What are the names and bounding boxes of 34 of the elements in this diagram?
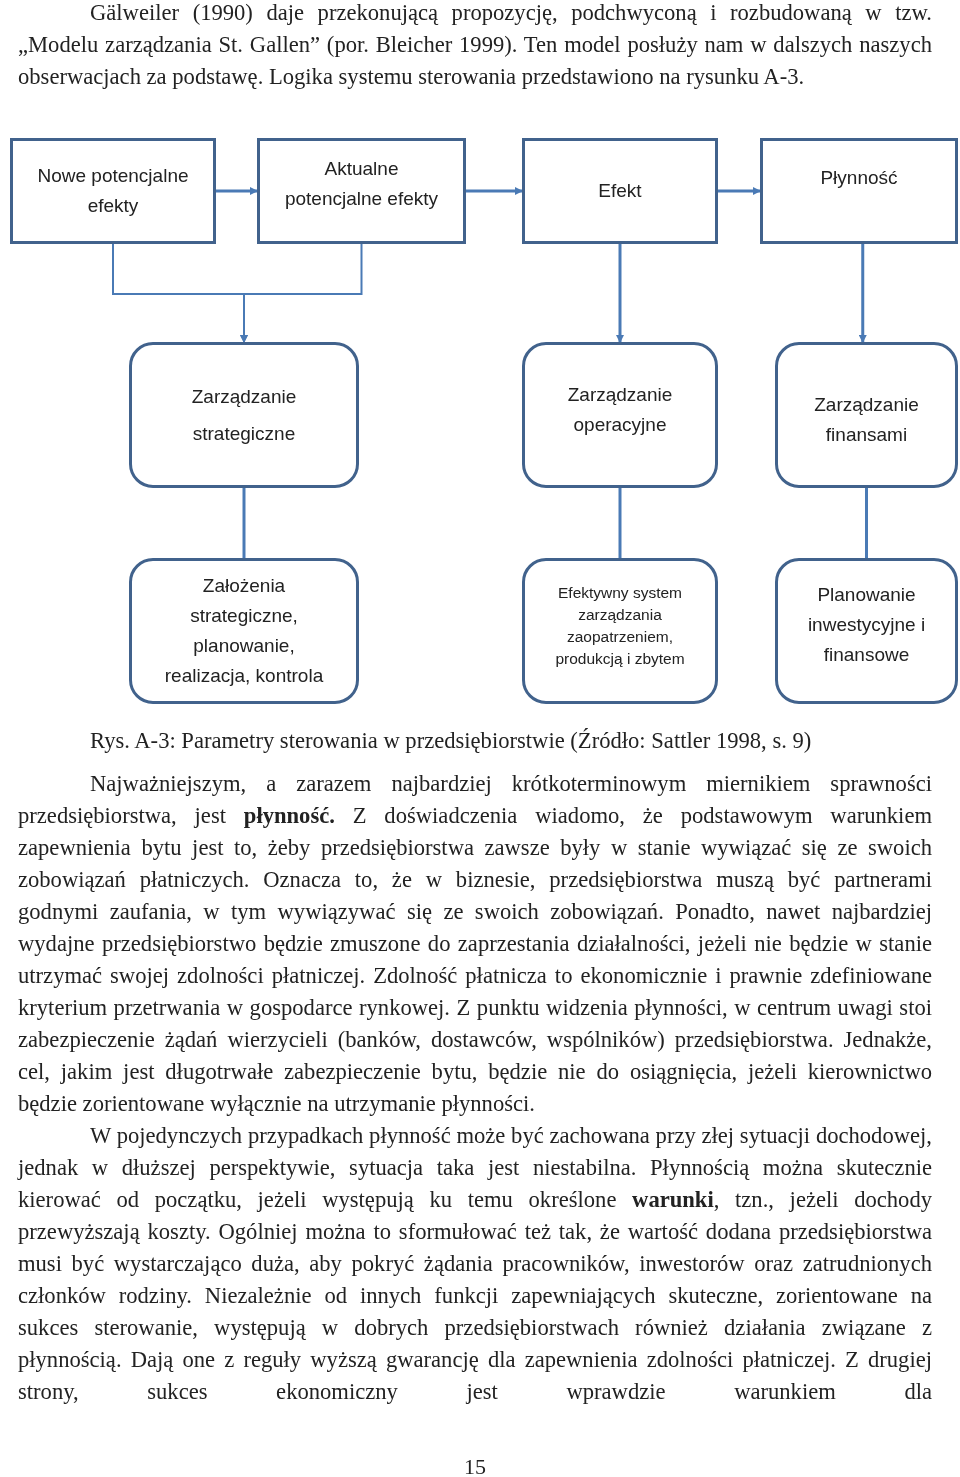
rounded-box xyxy=(775,342,958,488)
box-text: Efektywny system zarządzania zaopatrzeniem, produkcją i zbytem xyxy=(554,583,686,669)
rounded-box xyxy=(522,342,718,488)
arrow xyxy=(616,244,624,343)
box-text: Efekt xyxy=(598,179,642,203)
box-text: Zarządzanie finansami xyxy=(813,393,920,447)
box-text: Płynność xyxy=(820,166,898,190)
body-paragraph: W pojedynczych przypadkach płynność może być zachowana przy złej sytuacji dochodowej, jednak w dłuższej perspektywie, sytuacja taka jest niestabilna. Płynnością można skutecznie kierować od początku, jeżeli występują ku temu określone warunki, tzn., jeżeli dochody przewyższają koszty. Ogólniej można to sformułować też tak, że wartość dodana przedsiębiorstwa musi być wystarczająco duża, aby pokryć żądania pracowników, inwestorów oraz zatrudnionych członków rodziny. Niezależnie od innych funkcji zapewniających skuteczne, zorientowane na sukces sterowanie, występują w dobrych przedsiębiorstwach również działania związane z płynnością. Dają one z reguły wyższą gwarancję dla zapewnienia zdolności płatniczej. Z drugiej strony, sukces ekonomiczny jest wprawdzie warunkiem dla xyxy=(18,1122,932,1406)
arrow xyxy=(240,243,363,343)
page-number: 15 xyxy=(463,1453,487,1477)
body-paragraph: Gälweiler (1990) daje przekonującą propozycję, podchwyconą i rozbudowaną w tzw. „Modelu zarządzania St. Gallen” (por. Bleicher 1999). Ten model posłuży nam w dalszych naszych obserwacjach za podstawę. Logika systemu sterowania przedstawiono na rysunku A-3. xyxy=(18,0,932,91)
box-text: Planowanie inwestycyjne i finansowe xyxy=(806,583,927,667)
rounded-box xyxy=(129,342,359,488)
process-box xyxy=(10,138,216,244)
process-box xyxy=(760,138,958,244)
figure-caption: Rys. A-3: Parametry sterowania w przedsiębiorstwie (Źródło: Sattler 1998, s. 9) xyxy=(90,727,812,755)
arrow xyxy=(718,187,761,195)
body-paragraph: Najważniejszym, a zarazem najbardziej krótkoterminowym miernikiem sprawności przedsiębiorstwa, jest płynność. Z doświadczenia wiadomo, że podstawowym warunkiem zapewnienia bytu jest to, żeby przedsiębiorstwa zawsze były w stanie wywiązać się ze swoich zobowiązań płatniczych. Oznacza to, że w biznesie, przedsiębiorstwa muszą być partnerami godnymi zaufania, w tym wywiązywać się ze swoich zobowiązań. Ponadto, nawet najbardziej wydajne przedsiębiorstwo będzie zmuszone do zaprzestania działalności, jeżeli nie będzie w stanie utrzymać swojej zdolności płatniczej. Zdolność płatnicza to ekonomicznie i prawnie zdefiniowane kryterium przetrwania w gospodarce rynkowej. Z punktu widzenia płynności, w centrum uwagi stoi zabezpieczenie żądań wierzycieli (banków, dostawców, wspólników) przedsiębiorstwa. Jednakże, cel, jakim jest długotrwałe zabezpieczenie bytu, będzie nie do osiągnięcia, jeżeli kierownictwo będzie zorientowane wyłącznie na utrzymanie płynności. xyxy=(18,770,932,1118)
rounded-box xyxy=(775,558,958,704)
box-text: Aktualne potencjalne efekty xyxy=(283,157,440,211)
rounded-box xyxy=(129,558,359,704)
arrow xyxy=(216,187,258,195)
box-text: Założenia strategiczne, planowanie, realizacja, kontrola xyxy=(163,574,325,688)
box-text: Nowe potencjalne efekty xyxy=(36,164,190,218)
connector-line xyxy=(618,488,622,558)
connector-line xyxy=(242,488,246,558)
process-box xyxy=(522,138,718,244)
arrow xyxy=(466,187,523,195)
process-box xyxy=(257,138,466,244)
box-text: Zarządzanie strategiczne xyxy=(190,385,298,446)
rounded-box xyxy=(522,558,718,704)
box-text: Zarządzanie operacyjne xyxy=(566,383,674,437)
connector-line xyxy=(865,488,868,558)
arrow xyxy=(858,244,867,343)
